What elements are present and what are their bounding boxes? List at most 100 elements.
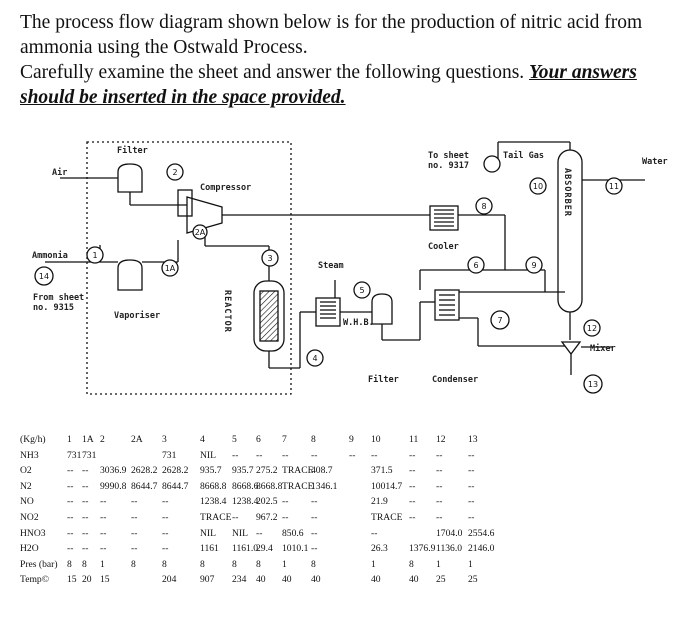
table-cell: -- xyxy=(468,480,475,492)
stream-3-marker xyxy=(261,249,279,267)
table-cell: -- xyxy=(162,543,169,555)
table-cell: 2554.6 xyxy=(468,527,495,539)
table-cell: 935.7 xyxy=(200,465,222,477)
table-cell: 1346.1 xyxy=(311,480,338,492)
intro-emphasis: Your answers should be inserted in the s… xyxy=(20,62,637,108)
whb-label: W.H.B. xyxy=(343,318,374,328)
stream-7-marker xyxy=(490,310,510,330)
stream-14-label: 14 xyxy=(39,272,49,281)
table-cell: -- xyxy=(256,527,263,539)
table-cell: 25 xyxy=(468,574,478,586)
table-cell: -- xyxy=(311,543,318,555)
stream-4-label: 4 xyxy=(312,354,317,363)
table-cell: -- xyxy=(468,449,475,461)
stream-2A-marker xyxy=(192,224,208,240)
table-cell: NIL xyxy=(200,449,216,461)
table-cell: 731 xyxy=(82,449,97,461)
table-cell: -- xyxy=(162,496,169,508)
table-cell: -- xyxy=(162,511,169,523)
question-intro: The process flow diagram shown below is … xyxy=(20,10,690,110)
table-cell: 9990.8 xyxy=(100,480,127,492)
table-cell: 8644.7 xyxy=(162,480,189,492)
condenser-exchanger xyxy=(434,289,460,321)
table-cell: -- xyxy=(100,511,107,523)
stream-12-marker xyxy=(583,319,601,337)
stream-4-marker xyxy=(306,349,324,367)
table-cell: -- xyxy=(67,496,74,508)
table-cell: 40 xyxy=(311,574,321,586)
table-cell: 1A xyxy=(82,434,94,445)
stream-5-marker xyxy=(353,281,371,299)
from-sheet-label: From sheet xyxy=(33,293,84,303)
table-cell: 5 xyxy=(232,434,237,445)
table-cell: -- xyxy=(436,480,443,492)
stream-2-label: 2 xyxy=(172,168,177,177)
table-cell: -- xyxy=(67,480,74,492)
table-cell: 8668.6 xyxy=(232,480,259,492)
table-cell: -- xyxy=(409,480,416,492)
stream-3-label: 3 xyxy=(267,254,272,263)
stream-9-label: 9 xyxy=(531,261,536,270)
table-cell: -- xyxy=(131,543,138,555)
row-label: Temp© xyxy=(20,574,49,586)
stream-8-marker xyxy=(475,197,493,215)
table-cell: 1 xyxy=(371,558,376,570)
table-cell: 1704.0 xyxy=(436,527,463,539)
table-cell: 40 xyxy=(256,574,266,586)
row-label: H2O xyxy=(20,543,39,555)
absorber-label: ABSORBER xyxy=(562,168,572,217)
table-cell: 1161 xyxy=(200,543,219,555)
table-cell: 2A xyxy=(131,434,143,445)
stream-7-label: 7 xyxy=(497,316,502,325)
table-cell: 907 xyxy=(200,574,215,586)
table-cell: -- xyxy=(349,449,356,461)
table-cell: -- xyxy=(468,465,475,477)
table-cell: 935.7 xyxy=(232,465,254,477)
table-cell: -- xyxy=(100,527,107,539)
table-cell: -- xyxy=(409,511,416,523)
stream-8-label: 8 xyxy=(481,202,486,211)
table-cell: 9 xyxy=(349,434,354,445)
table-cell: 6 xyxy=(256,434,261,445)
table-cell: TRACE xyxy=(282,465,314,477)
vaporiser-vessel xyxy=(117,259,143,291)
table-cell: -- xyxy=(100,496,107,508)
table-cell: 8 xyxy=(311,558,316,570)
stream-2A-label: 2A xyxy=(195,228,206,237)
table-cell: 8 xyxy=(67,558,72,570)
intro-instruction: Carefully examine the sheet and answer t… xyxy=(20,62,525,83)
table-cell: -- xyxy=(436,465,443,477)
table-cell: 1136.0 xyxy=(436,543,463,555)
table-cell: 3 xyxy=(162,434,167,445)
steam-label: Steam xyxy=(318,261,344,271)
row-label: NO2 xyxy=(20,511,39,523)
tail-gas-label: Tail Gas xyxy=(503,150,544,161)
table-cell: 12 xyxy=(436,434,446,445)
table-cell: 4 xyxy=(200,434,205,445)
table-cell: NIL xyxy=(232,527,248,539)
mixer xyxy=(560,341,582,356)
table-cell: 1 xyxy=(67,434,72,445)
table-cell: 40 xyxy=(282,574,292,586)
table-cell: -- xyxy=(436,511,443,523)
table-cell: 15 xyxy=(67,574,77,586)
compressor xyxy=(186,196,223,234)
vaporiser-label: Vaporiser xyxy=(114,310,160,321)
table-cell: -- xyxy=(371,527,378,539)
table-cell: -- xyxy=(82,527,89,539)
air-label: Air xyxy=(52,167,67,178)
table-cell: -- xyxy=(311,496,318,508)
table-cell: -- xyxy=(256,449,263,461)
table-cell: 731 xyxy=(67,449,82,461)
table-cell: -- xyxy=(409,449,416,461)
row-label: Pres (bar) xyxy=(20,558,58,570)
table-cell: -- xyxy=(232,449,239,461)
stream-9-marker xyxy=(525,256,543,274)
table-cell: 371.5 xyxy=(371,465,393,477)
table-cell: -- xyxy=(311,527,318,539)
table-cell: 15 xyxy=(100,574,110,586)
table-cell: 8 xyxy=(256,558,261,570)
condenser-label: Condenser xyxy=(432,375,478,385)
stream-13-label: 13 xyxy=(588,380,598,389)
table-cell: -- xyxy=(311,511,318,523)
